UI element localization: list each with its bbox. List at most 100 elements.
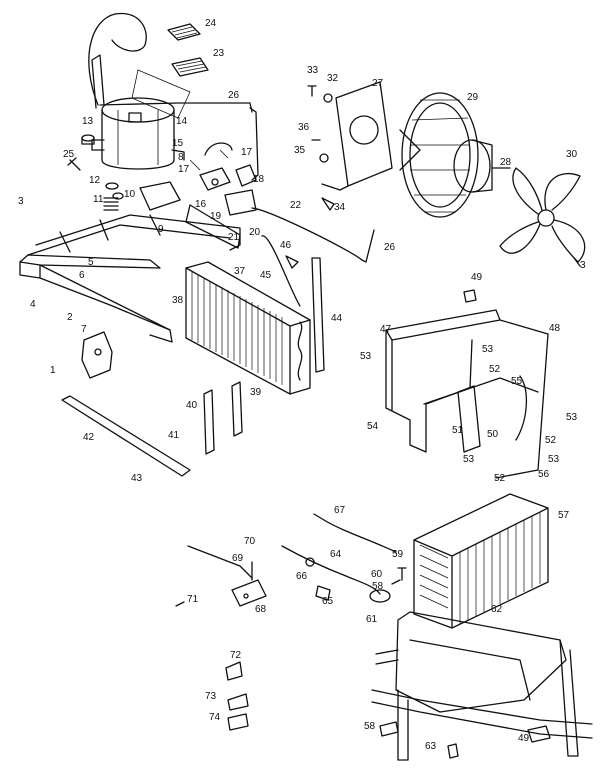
clip-63: [447, 743, 459, 759]
screw-59: [397, 567, 407, 581]
part-label-p53c: 53: [566, 412, 578, 423]
part-label-p52c: 52: [494, 473, 506, 484]
filter-pad-24: [167, 23, 201, 41]
part-label-p18: 18: [253, 174, 265, 185]
screw-3-right: [573, 257, 581, 267]
part-label-p58b: 58: [364, 721, 376, 732]
part-label-p33: 33: [307, 65, 319, 76]
clip-74: [227, 713, 249, 731]
capillary-67: [313, 513, 397, 553]
switch-68: [187, 545, 267, 607]
part-label-p67: 67: [334, 505, 346, 516]
part-label-p73: 73: [205, 691, 217, 702]
part-label-p74: 74: [209, 712, 221, 723]
part-label-p7: 7: [81, 324, 87, 335]
part-label-p49b: 49: [518, 733, 530, 744]
nut-10: [112, 192, 124, 200]
grille-23: [171, 57, 209, 77]
part-label-p8: 8: [178, 152, 184, 163]
part-label-p48: 48: [549, 323, 561, 334]
spring-11: [103, 197, 119, 211]
part-label-p44: 44: [331, 313, 343, 324]
blower-wheel-29: [399, 92, 479, 218]
compressor-14: [91, 97, 185, 170]
part-label-p53d: 53: [463, 454, 475, 465]
part-label-p46: 46: [280, 240, 292, 251]
part-label-p39: 39: [250, 387, 262, 398]
tube-26: [251, 207, 375, 263]
part-label-p26a: 26: [228, 90, 240, 101]
part-label-p53e: 53: [548, 454, 560, 465]
part-label-p34: 34: [334, 202, 346, 213]
clip-49: [463, 289, 477, 303]
part-label-p25: 25: [63, 149, 75, 160]
part-label-p9: 9: [158, 224, 164, 235]
part-label-p19: 19: [210, 211, 222, 222]
clip-46: [285, 255, 299, 269]
part-label-p37: 37: [234, 266, 246, 277]
part-label-p49: 49: [471, 272, 483, 283]
part-label-p17a: 17: [241, 147, 253, 158]
part-label-p6: 6: [79, 270, 85, 281]
fan-blade-30: [499, 167, 586, 263]
part-label-p60: 60: [371, 569, 383, 580]
part-label-p61: 61: [366, 614, 378, 625]
part-label-p15: 15: [172, 138, 184, 149]
part-label-p3a: 3: [18, 196, 24, 207]
shroud-assembly: [385, 309, 549, 479]
part-label-p72: 72: [230, 650, 242, 661]
part-label-p5: 5: [88, 257, 94, 268]
bracket-7: [81, 331, 113, 379]
part-label-p13: 13: [82, 116, 94, 127]
washer-12: [105, 182, 119, 190]
part-label-p54: 54: [367, 421, 379, 432]
part-label-p47: 47: [380, 324, 392, 335]
panel-outline: [131, 69, 191, 119]
base-lower: [371, 611, 593, 761]
part-label-p38: 38: [172, 295, 184, 306]
part-label-p62: 62: [491, 604, 503, 615]
part-label-p14: 14: [176, 116, 188, 127]
relay-assembly: [189, 142, 257, 191]
thermostat-64: [281, 545, 391, 603]
part-label-p16: 16: [195, 199, 207, 210]
part-label-p20: 20: [249, 227, 261, 238]
screw-25: [67, 157, 81, 171]
part-label-p4: 4: [30, 299, 36, 310]
rod-44: [311, 257, 325, 373]
foot-58: [379, 721, 399, 737]
part-label-p41: 41: [168, 430, 180, 441]
brace-39: [231, 381, 243, 437]
part-label-p29: 29: [467, 92, 479, 103]
foot-49: [527, 725, 551, 743]
part-label-p21: 21: [228, 232, 240, 243]
part-label-p50: 50: [487, 429, 499, 440]
part-label-p1: 1: [50, 365, 56, 376]
part-label-p35: 35: [294, 145, 306, 156]
part-label-p69: 69: [232, 553, 244, 564]
bracket-65: [315, 585, 331, 601]
part-label-p31: 3: [580, 260, 586, 271]
part-label-p2: 2: [67, 312, 73, 323]
clip-72: [225, 661, 243, 681]
part-label-p40: 40: [186, 400, 198, 411]
part-label-p59: 59: [392, 549, 404, 560]
screw-60: [391, 579, 401, 585]
motor-28: [453, 139, 511, 193]
part-label-p22: 22: [290, 200, 302, 211]
part-label-p68: 68: [255, 604, 267, 615]
clip-73: [227, 693, 249, 711]
part-label-p63: 63: [425, 741, 437, 752]
hardware-small: [307, 85, 335, 211]
part-label-p28: 28: [500, 157, 512, 168]
condenser-coil: [185, 261, 311, 395]
part-label-p32: 32: [327, 73, 339, 84]
base-frame: [19, 181, 257, 343]
part-label-p58: 58: [372, 581, 384, 592]
part-label-p26b: 26: [384, 242, 396, 253]
part-label-p30: 30: [566, 149, 578, 160]
part-label-p55: 55: [511, 376, 523, 387]
